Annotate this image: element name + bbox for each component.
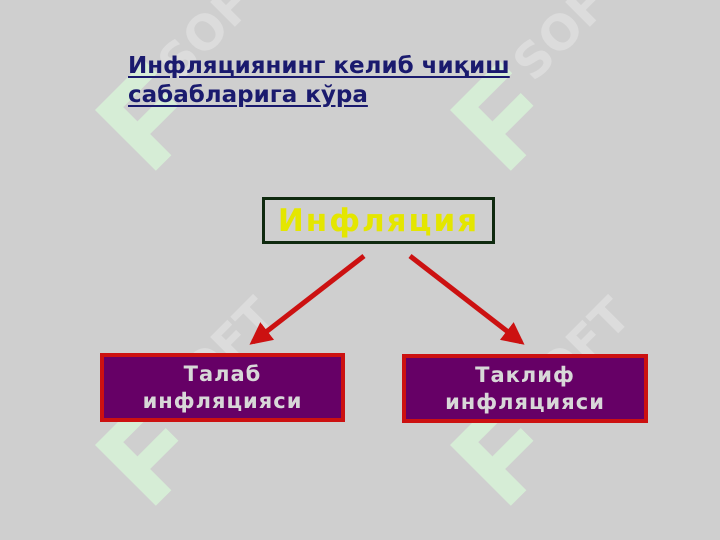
slide-title-line-1: Инфляциянинг келиб чиқиш [128, 53, 510, 79]
slide-title: Инфляциянинг келиб чиқиш сабабларига кўр… [128, 52, 598, 110]
root-node-label: Инфляция [277, 202, 480, 239]
arrow-to-supply-inflation [408, 254, 525, 345]
arrow-to-demand-inflation [249, 254, 366, 345]
root-node-inflation: Инфляция [262, 197, 495, 244]
child-node-supply-inflation: Таклиф инфляцияси [402, 354, 648, 423]
child-node-label: Таклиф инфляцияси [445, 362, 605, 414]
slide-title-line-2: сабабларига кўра [128, 82, 368, 108]
child-node-label: Талаб инфляцияси [142, 361, 303, 413]
child-node-demand-inflation: Талаб инфляцияси [100, 353, 345, 422]
